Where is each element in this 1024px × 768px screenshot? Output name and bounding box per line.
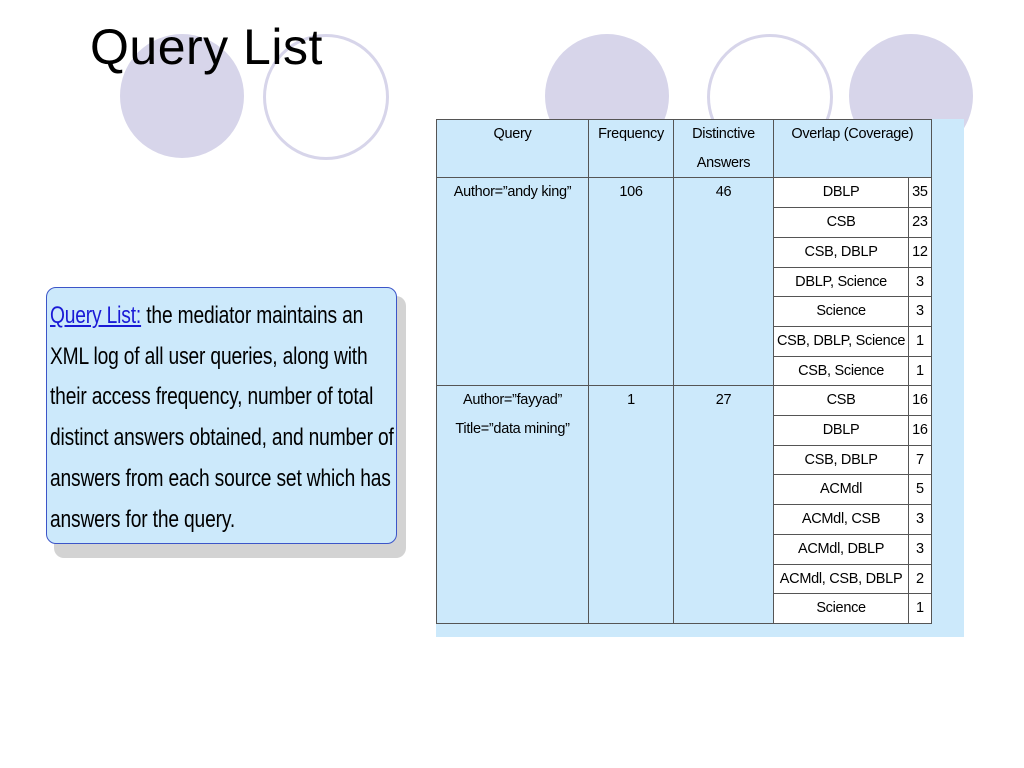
overlap-count-cell: 1 <box>908 593 932 624</box>
overlap-source-cell: Science <box>772 296 910 327</box>
overlap-count-cell: 7 <box>908 444 932 476</box>
overlap-source-cell: CSB <box>772 385 910 417</box>
overlap-count-cell: 1 <box>908 355 932 387</box>
distinctive-cell: 27 <box>673 385 774 624</box>
header-distinctive-line-1: Distinctive <box>692 126 755 142</box>
overlap-count-cell: 12 <box>908 236 932 268</box>
overlap-count-cell: 16 <box>908 415 932 446</box>
overlap-count-cell: 5 <box>908 474 932 506</box>
header-distinctive-line-2: Answers <box>696 154 751 171</box>
query-line: Title=”data mining” <box>455 421 570 438</box>
header-overlap-coverage: Overlap (Coverage) <box>773 118 932 179</box>
overlap-count-cell: 3 <box>908 504 932 535</box>
query-cell: Author=”andy king” <box>436 177 589 387</box>
frequency-cell: 1 <box>588 385 674 624</box>
query-line: Author=”andy king” <box>453 184 572 201</box>
overlap-count-cell: 35 <box>908 177 932 209</box>
overlap-count-cell: 3 <box>908 296 932 327</box>
overlap-source-cell: CSB, DBLP, Science <box>772 325 910 357</box>
overlap-count-cell: 3 <box>908 533 932 565</box>
overlap-source-cell: DBLP <box>772 415 910 446</box>
query-cell: Author=”fayyad” Title=”data mining” <box>436 385 589 624</box>
decorative-circle-filled <box>120 34 244 158</box>
callout-body: the mediator maintains an XML log of all… <box>50 302 394 533</box>
frequency-cell: 106 <box>588 177 674 387</box>
overlap-count-cell: 1 <box>908 325 932 357</box>
overlap-source-cell: CSB, DBLP <box>772 444 910 476</box>
overlap-source-cell: DBLP, Science <box>772 266 910 298</box>
overlap-source-cell: CSB, DBLP <box>772 236 910 268</box>
decorative-circle-ring <box>263 34 389 160</box>
overlap-source-cell: ACMdl, CSB, DBLP <box>772 563 910 595</box>
header-query: Query <box>436 118 589 179</box>
overlap-source-cell: ACMdl, CSB <box>772 504 910 535</box>
overlap-count-cell: 2 <box>908 563 932 595</box>
overlap-source-cell: ACMdl <box>772 474 910 506</box>
overlap-source-cell: CSB, Science <box>772 355 910 387</box>
overlap-source-cell: DBLP <box>772 177 910 209</box>
distinctive-cell: 46 <box>673 177 774 387</box>
callout-term-link[interactable]: Query List: <box>50 302 142 329</box>
overlap-count-cell: 3 <box>908 266 932 298</box>
overlap-source-cell: Science <box>772 593 910 624</box>
callout-text: Query List: the mediator maintains an XM… <box>50 296 394 540</box>
definition-callout: Query List: the mediator maintains an XM… <box>46 287 397 544</box>
header-frequency: Frequency <box>588 118 674 179</box>
query-line: Author=”fayyad” <box>462 392 563 409</box>
overlap-count-cell: 23 <box>908 207 932 238</box>
slide-title: Query List <box>90 19 323 75</box>
overlap-count-cell: 16 <box>908 385 932 417</box>
overlap-source-cell: ACMdl, DBLP <box>772 533 910 565</box>
overlap-source-cell: CSB <box>772 207 910 238</box>
